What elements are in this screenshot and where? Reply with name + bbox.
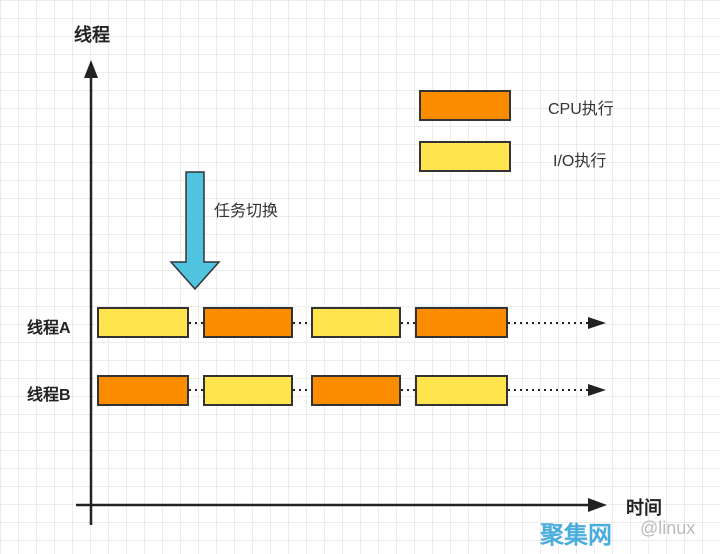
legend-label-io: I/O执行 [553,153,607,170]
legend-label-cpu: CPU执行 [548,101,614,118]
task-switch-arrow-icon [169,171,221,291]
row-a-arrow-icon [588,317,606,329]
legend-swatch-cpu [419,90,511,121]
y-axis-arrow-icon [84,60,98,78]
row-b-arrow-icon [588,384,606,396]
segment-row-a-4 [415,307,508,338]
segment-row-b-2 [203,375,293,406]
segment-row-b-3 [311,375,401,406]
row-label-b: 线程B [27,387,71,404]
x-axis-arrow-icon [588,498,607,512]
watermark-logo: 聚集网 [540,522,612,549]
segment-row-a-1 [97,307,189,338]
x-axis-title: 时间 [626,498,662,518]
row-label-a: 线程A [27,320,71,337]
segment-row-a-3 [311,307,401,338]
legend-swatch-io [419,141,511,172]
segment-row-b-1 [97,375,189,406]
y-axis-title: 线程 [74,25,110,45]
watermark-handle: @linux [640,518,696,538]
task-switch-label: 任务切换 [214,203,279,220]
segment-row-b-4 [415,375,508,406]
segment-row-a-2 [203,307,293,338]
